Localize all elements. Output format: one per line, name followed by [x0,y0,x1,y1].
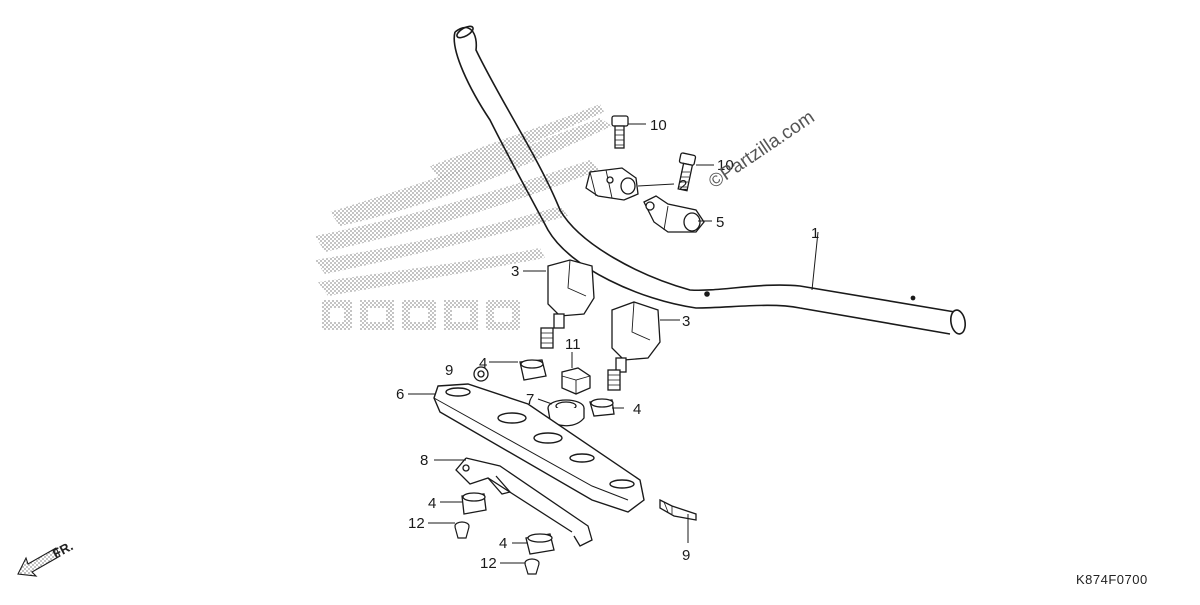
callout-11: 11 [565,336,581,353]
honda-wordmark-watermark [322,300,520,330]
callout-12: 12 [408,515,425,532]
bolt-part-9-b [659,498,697,521]
bushing-part-4-a [519,359,547,381]
callout-9: 9 [682,547,690,564]
clip-part-12-a [454,521,470,539]
upper-holder-part-2 [585,167,639,201]
honda-wing-logo [315,104,612,296]
callout-10: 10 [650,117,667,134]
callout-4: 4 [633,401,641,418]
callout-9: 9 [445,362,453,379]
bushing-part-4-c [461,492,487,515]
riser-part-3-left [540,259,595,349]
callout-3: 3 [682,313,690,330]
bolt-part-10-b [677,152,697,192]
bushing-part-4-d [525,533,555,555]
callout-2: 2 [679,177,687,194]
bracket-part-8 [455,457,593,547]
leader-lines [408,123,819,564]
callout-3: 3 [511,263,519,280]
callout-12: 12 [480,555,497,572]
callout-8: 8 [420,452,428,469]
callout-6: 6 [396,386,404,403]
upper-holder-part-5 [643,195,705,233]
callout-labels: 1 2 3 3 4 4 4 4 5 6 7 8 9 9 10 10 11 12 … [396,117,819,572]
handlebar-part-1 [453,25,967,335]
washer-part-7 [547,399,585,427]
diagram-code: K874F0700 [1076,572,1148,587]
callout-7: 7 [526,391,534,408]
callout-5: 5 [716,214,724,231]
callout-1: 1 [811,225,819,242]
bolt-part-10-a [611,115,629,149]
callout-4: 4 [479,355,487,372]
front-direction-arrow [17,547,61,577]
callout-4: 4 [499,535,507,552]
bushing-part-4-b [589,398,615,417]
callout-10: 10 [717,157,734,174]
handlebar-holder-part-6 [433,383,645,513]
clip-part-12-b [524,558,540,575]
nut-part-11 [561,367,591,395]
nut-part-9-a [473,366,489,382]
callout-4: 4 [428,495,436,512]
riser-part-3-right [607,301,661,391]
